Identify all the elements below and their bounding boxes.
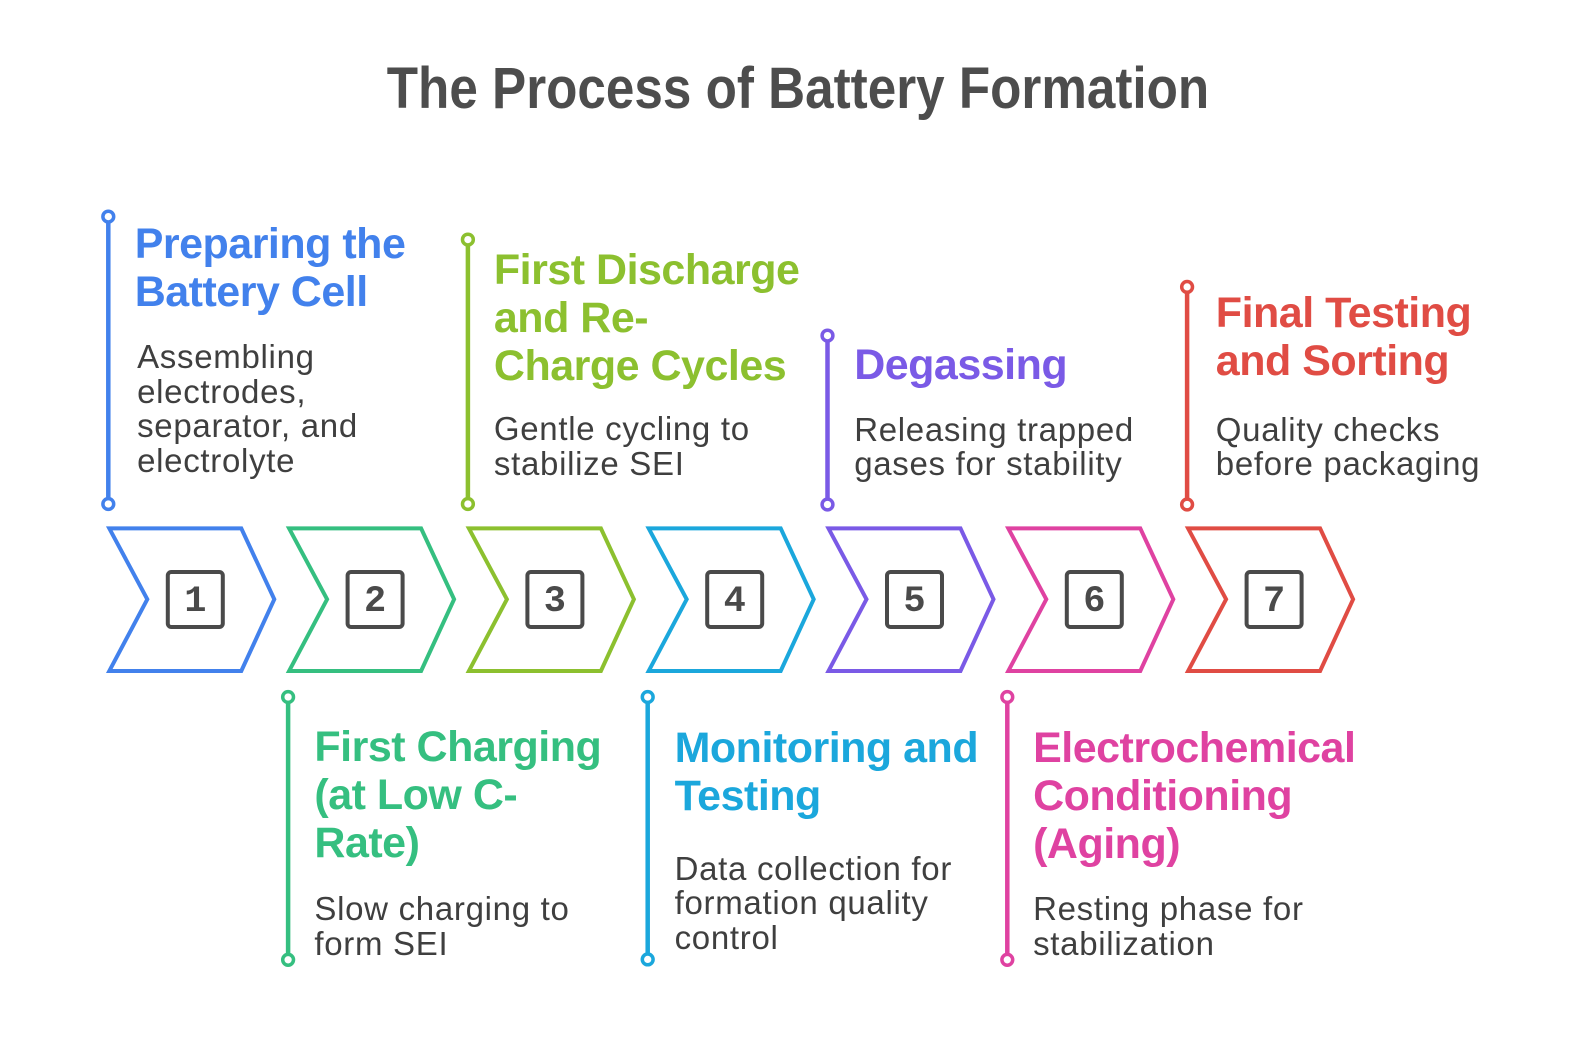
svg-text:7: 7 [1263,581,1285,623]
svg-text:3: 3 [544,581,566,623]
svg-text:2: 2 [364,581,386,623]
svg-text:5: 5 [903,581,925,623]
svg-text:1: 1 [184,581,206,623]
svg-text:4: 4 [724,581,746,623]
svg-text:6: 6 [1083,581,1105,623]
